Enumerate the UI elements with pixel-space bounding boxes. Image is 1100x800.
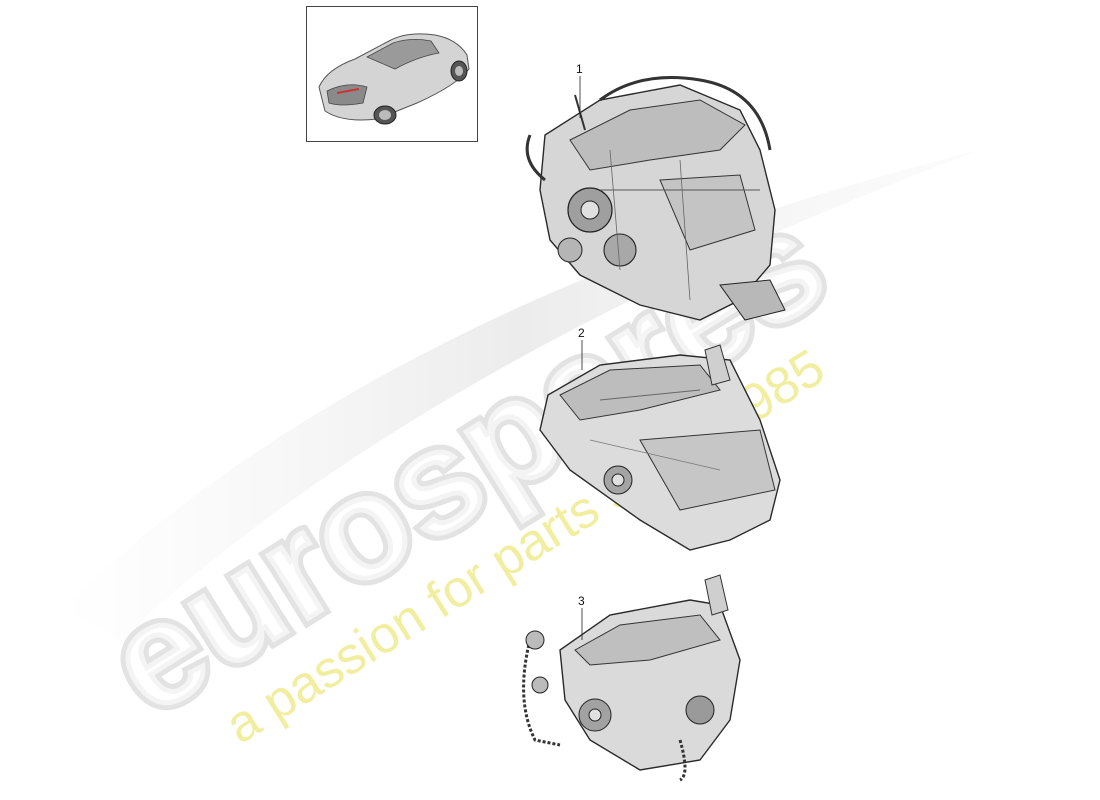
short-engine[interactable] <box>539 344 781 551</box>
engine-block-with-timing-chain[interactable] <box>522 574 741 782</box>
callout-1[interactable]: 1 <box>576 62 583 76</box>
watermark-swoosh <box>60 150 980 640</box>
engine-assembly[interactable] <box>525 76 786 321</box>
car-icon <box>318 33 470 125</box>
callout-3[interactable]: 3 <box>578 594 585 608</box>
vehicle-thumbnail <box>306 6 478 142</box>
callout-2[interactable]: 2 <box>578 326 585 340</box>
